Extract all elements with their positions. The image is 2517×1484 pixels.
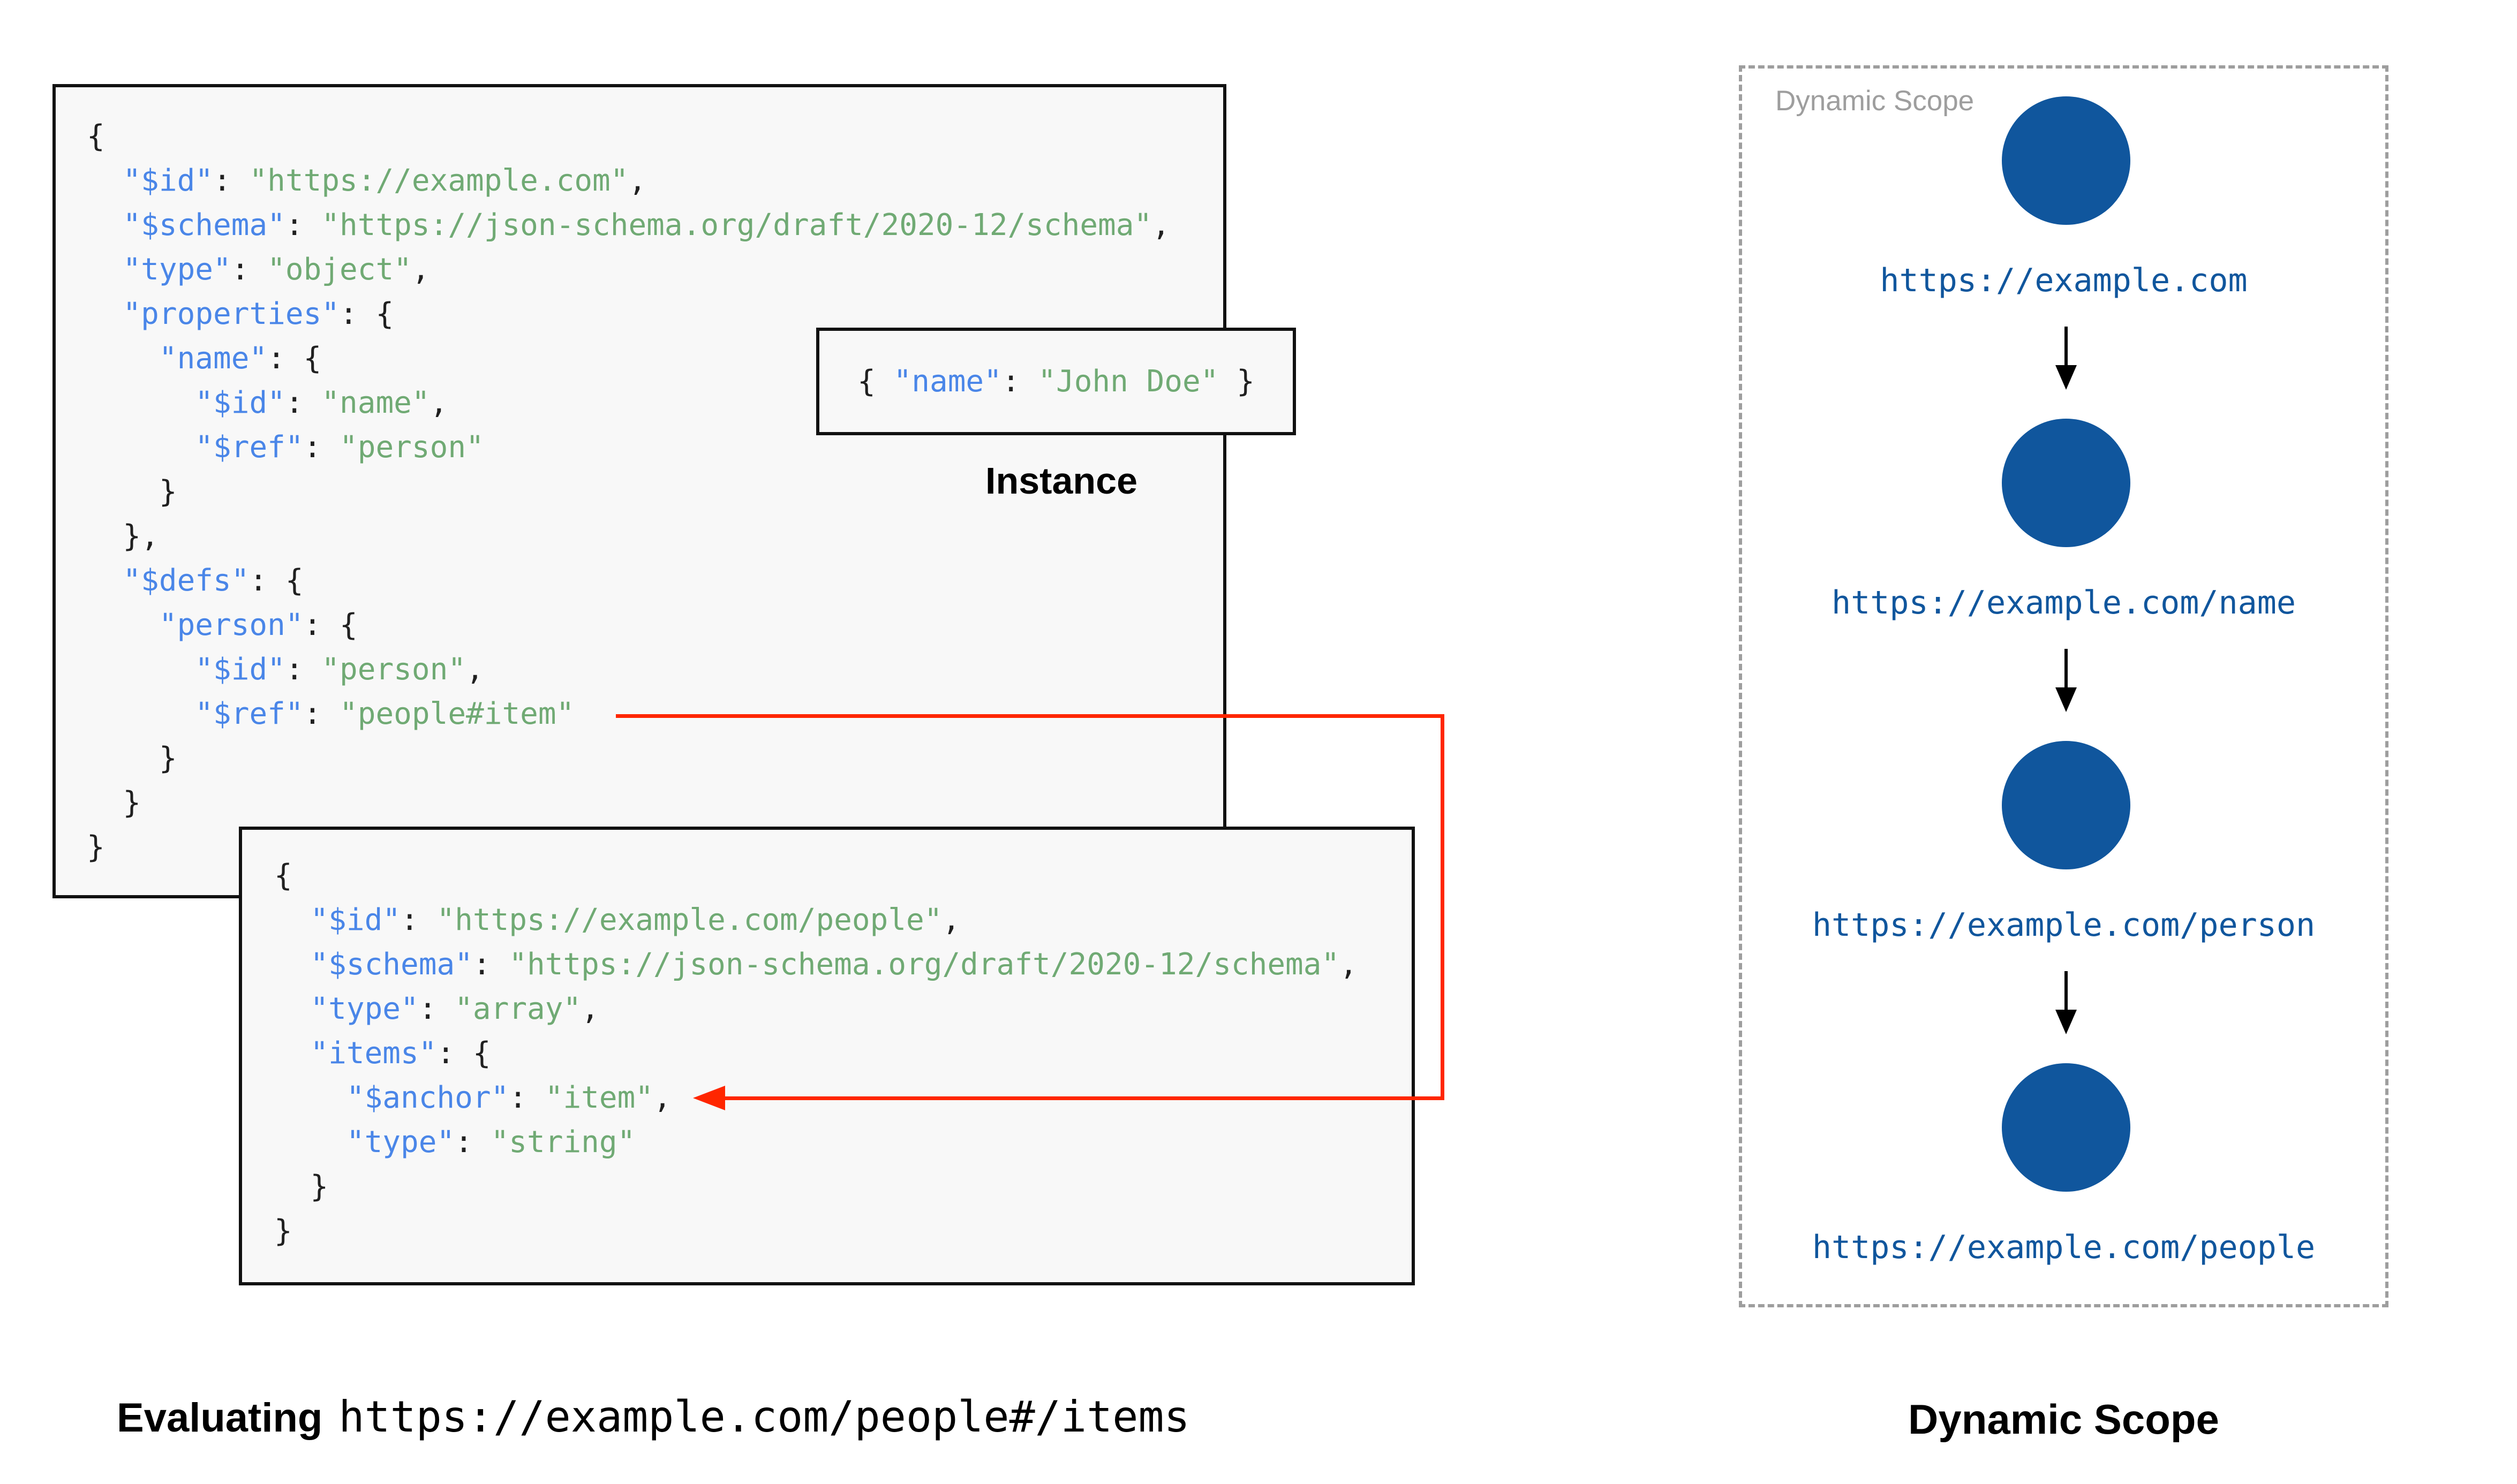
code-line: "$ref": "person"	[195, 430, 484, 465]
scope-node-url: https://example.com/people	[1812, 1229, 2316, 1266]
ref-arrow-segment-left	[724, 1096, 1444, 1100]
down-arrowhead	[2055, 365, 2077, 390]
code-line: "$schema": "https://json-schema.org/draf…	[310, 947, 1358, 982]
scope-node-url: https://example.com	[1880, 262, 2248, 299]
code-line: "type": "string"	[346, 1125, 636, 1160]
code-line: }	[87, 474, 177, 509]
code-line: "$schema": "https://json-schema.org/draf…	[123, 208, 1170, 243]
code-line: }	[87, 741, 177, 776]
evaluating-uri: https://example.com/people#/items	[338, 1392, 1190, 1442]
schema-box-people: { "$id": "https://example.com/people", "…	[239, 827, 1415, 1285]
scope-node-circle	[2002, 1063, 2130, 1192]
code-line: "$ref": "people#item"	[195, 696, 575, 731]
code-line: }	[87, 830, 105, 865]
code-line: }	[274, 1169, 329, 1204]
scope-node-url: https://example.com/name	[1832, 584, 2296, 622]
code-line: {	[87, 119, 105, 154]
code-line: "$defs": {	[123, 563, 304, 598]
instance-label: Instance	[985, 460, 1137, 502]
schema-box-root: { "$id": "https://example.com", "$schema…	[52, 84, 1226, 898]
down-arrow-shaft	[2064, 971, 2068, 1010]
ref-arrow-segment-down	[1441, 714, 1444, 1100]
dynamic-scope-panel: Dynamic Scope https://example.com https:/…	[1739, 65, 2388, 1307]
scope-node-circle	[2002, 96, 2130, 225]
code-line: "$id": "person",	[195, 652, 484, 687]
dynamic-scope-caption: Dynamic Scope	[1908, 1396, 2219, 1443]
code-line: "properties": {	[123, 297, 394, 331]
code-line: "$id": "https://example.com/people",	[310, 903, 961, 937]
ref-arrowhead-icon	[693, 1086, 725, 1110]
down-arrow-icon	[2054, 649, 2078, 712]
scope-node-circle	[2002, 419, 2130, 547]
code-line: {	[274, 858, 292, 893]
code-line: "type": "array",	[310, 991, 599, 1026]
code-line: "type": "object",	[123, 252, 430, 287]
evaluating-caption: Evaluating https://example.com/people#/i…	[117, 1392, 1190, 1442]
down-arrow-shaft	[2064, 649, 2068, 687]
code-line: { "name": "John Doe" }	[857, 364, 1255, 399]
code-line: }	[274, 1214, 292, 1248]
code-line: "$anchor": "item",	[346, 1080, 672, 1115]
dynamic-scope-watermark: Dynamic Scope	[1775, 85, 1975, 117]
code-line: }	[87, 785, 141, 820]
down-arrowhead	[2055, 1010, 2077, 1034]
down-arrow-shaft	[2064, 327, 2068, 365]
code-line: "name": {	[159, 341, 322, 376]
code-line: },	[87, 519, 159, 554]
code-line: "items": {	[310, 1036, 491, 1071]
scope-node-url: https://example.com/person	[1812, 906, 2316, 944]
scope-node-circle	[2002, 741, 2130, 869]
code-line: "person": {	[159, 608, 358, 642]
down-arrow-icon	[2054, 327, 2078, 390]
instance-code: { "name": "John Doe" }	[857, 359, 1255, 404]
instance-box: { "name": "John Doe" }	[816, 328, 1296, 435]
ref-arrow-segment-right	[616, 714, 1444, 718]
code-line: "$id": "name",	[195, 385, 448, 420]
down-arrow-icon	[2054, 971, 2078, 1034]
down-arrowhead	[2055, 687, 2077, 712]
code-line: "$id": "https://example.com",	[123, 163, 647, 198]
evaluating-label: Evaluating	[117, 1395, 323, 1441]
